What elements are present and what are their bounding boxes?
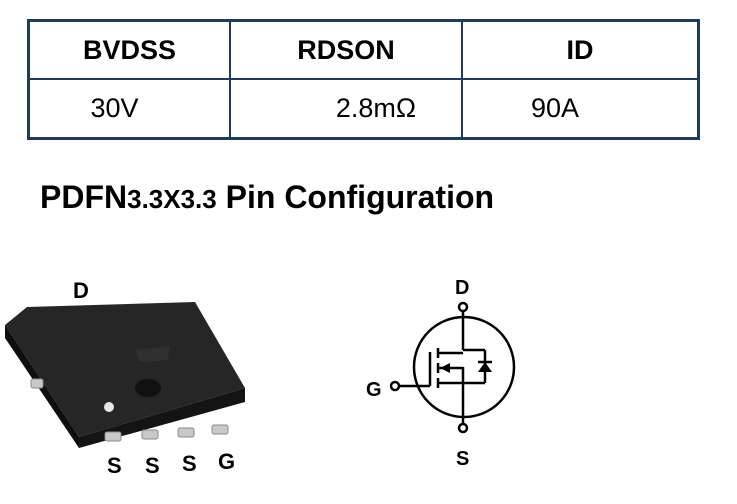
pdfn-package-illustration: D S S S G [5,278,245,478]
package-pin-label-2: S [145,453,160,478]
header-bvdss: BVDSS [30,22,231,80]
value-rdson: 2.8mΩ [231,80,463,137]
package-pin-label-1: S [107,453,122,478]
symbol-gate-label: G [366,379,382,401]
package-drain-label: D [73,278,89,303]
symbol-drain-label: D [455,277,469,299]
package-pin-label-4: G [218,449,235,474]
package-pin-label-3: S [182,451,197,476]
spec-table: BVDSS RDSON ID 30V 2.8mΩ 90A [27,19,700,140]
package-body [5,302,245,448]
mosfet-schematic [389,301,516,434]
header-rdson: RDSON [231,22,463,80]
channel-arrow-icon [440,363,450,373]
header-id: ID [463,22,697,80]
value-bvdss: 30V [30,80,231,137]
pin-config-title: PDFN3.3X3.3 Pin Configuration [40,179,495,215]
value-id: 90A [530,93,580,123]
symbol-source-label: S [456,448,469,470]
body-diode-icon [478,362,492,372]
package-pads [30,378,229,442]
mosfet-symbol: D G S [366,277,516,470]
